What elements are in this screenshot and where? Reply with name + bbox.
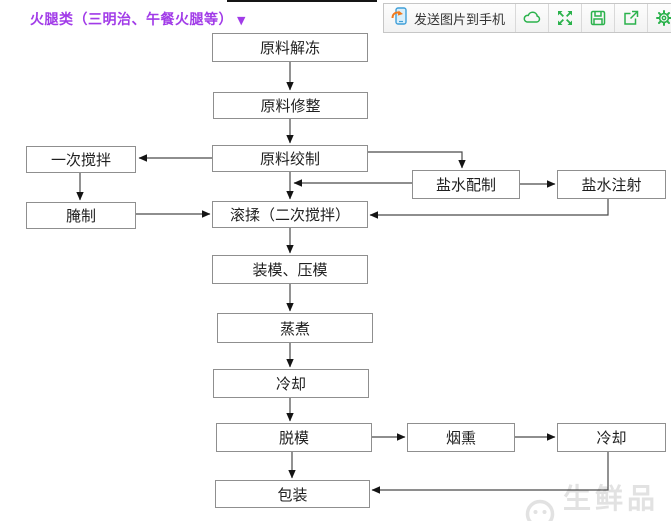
settings-icon — [655, 9, 671, 27]
flow-node-smoke: 烟熏 — [407, 423, 515, 452]
save-icon — [589, 9, 607, 27]
phone-send-icon — [391, 6, 408, 30]
flow-node-trim: 原料修整 — [213, 92, 368, 119]
flow-node-brine-prep: 盐水配制 — [412, 170, 520, 199]
flow-node-cook: 蒸煮 — [217, 313, 373, 343]
top-cutoff-line — [227, 0, 377, 2]
send-to-phone-label: 发送图片到手机 — [414, 12, 506, 28]
toolbar-save-button[interactable] — [581, 4, 614, 32]
flow-node-demold: 脱模 — [216, 423, 372, 452]
flow-node-tumble: 滚揉（二次搅拌） — [212, 201, 368, 228]
fullscreen-icon — [556, 9, 574, 27]
flow-node-grind: 原料绞制 — [212, 145, 368, 172]
toolbar-fullscreen-button[interactable] — [548, 4, 581, 32]
toolbar-cloud-button[interactable] — [515, 4, 548, 32]
image-toolbar: 发送图片到手机 — [383, 3, 671, 33]
flow-node-pack: 包装 — [215, 480, 370, 508]
flow-node-cure: 腌制 — [26, 202, 136, 229]
category-title[interactable]: 火腿类（三明治、午餐火腿等） — [30, 12, 233, 28]
flow-node-first-mix: 一次搅拌 — [26, 146, 136, 173]
toolbar-share-button[interactable] — [614, 4, 647, 32]
share-icon — [622, 9, 640, 27]
flow-node-cool-2: 冷却 — [557, 423, 666, 452]
category-header[interactable]: 火腿类（三明治、午餐火腿等） ▼ — [30, 9, 246, 29]
send-to-phone-button[interactable]: 发送图片到手机 — [384, 4, 515, 32]
flow-node-cool-1: 冷却 — [213, 369, 369, 398]
cloud-icon — [522, 8, 542, 28]
toolbar-settings-button[interactable] — [647, 4, 671, 32]
flow-node-brine-inject: 盐水注射 — [557, 170, 666, 199]
flow-node-mold-press: 装模、压模 — [212, 255, 368, 284]
flow-node-thaw: 原料解冻 — [212, 33, 368, 62]
dropdown-arrow-icon[interactable]: ▼ — [237, 14, 246, 27]
